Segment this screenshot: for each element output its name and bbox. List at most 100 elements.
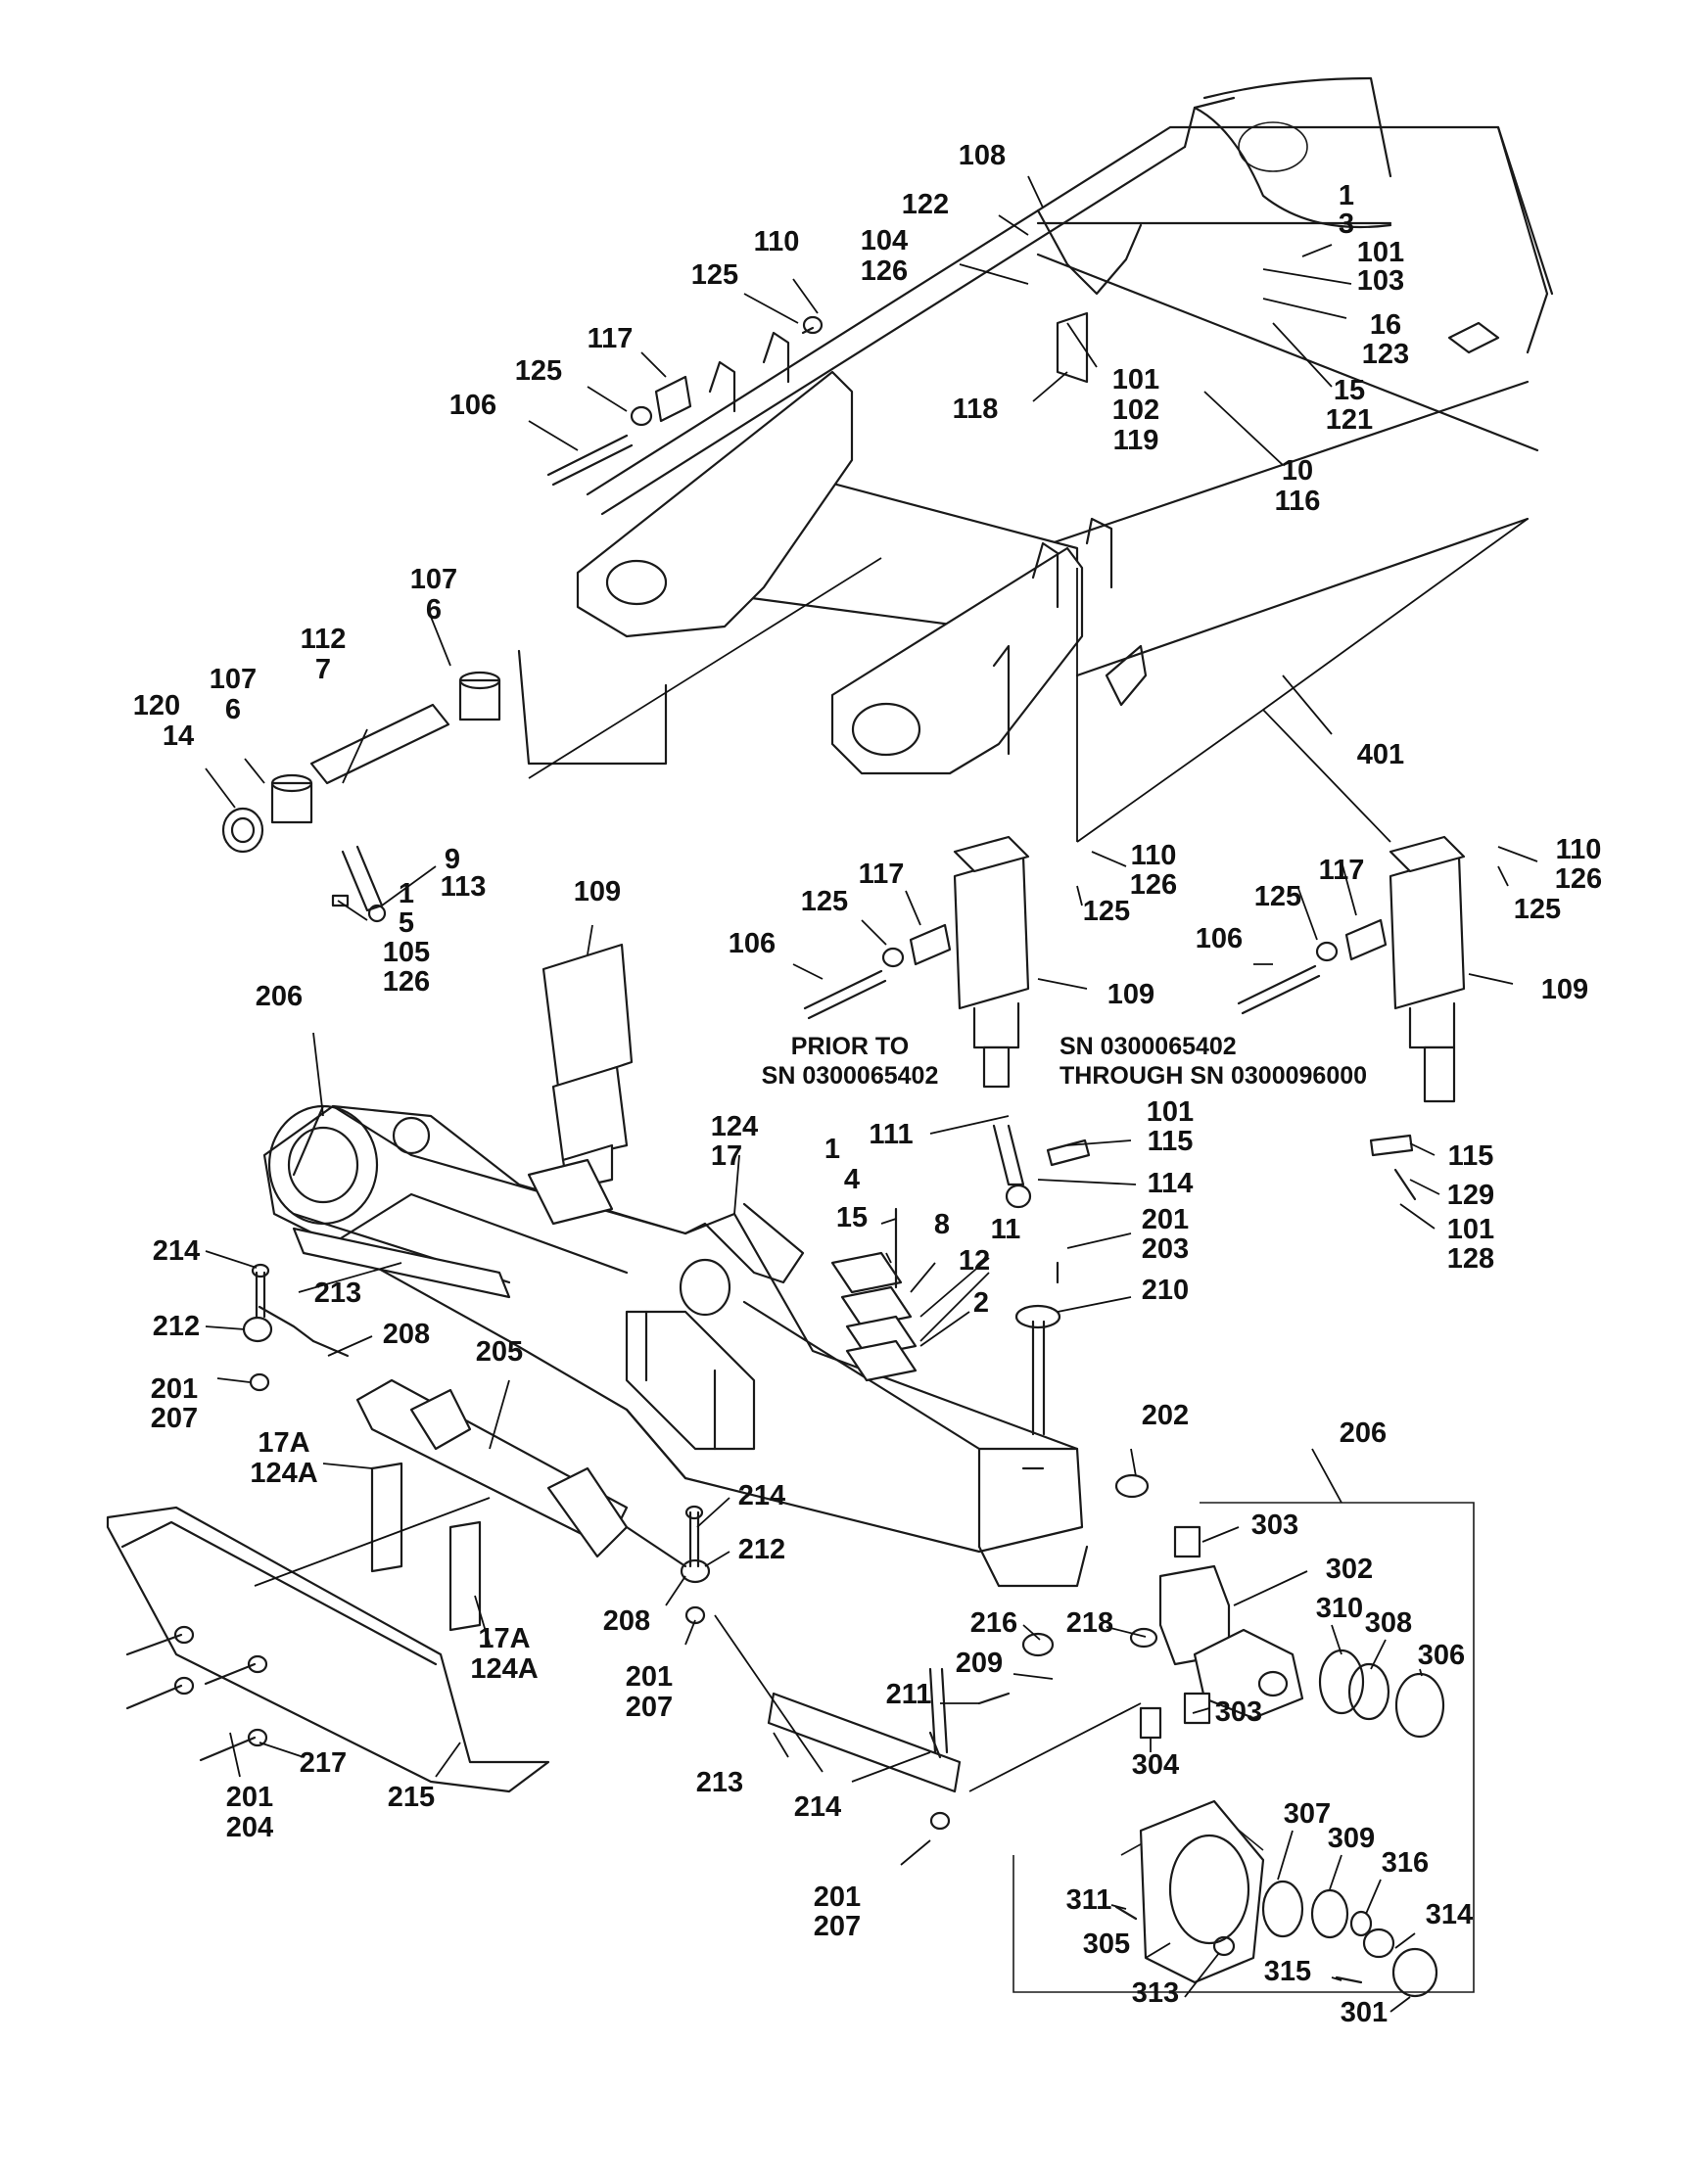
callout: 129 — [1447, 1180, 1494, 1211]
callout: 214 — [794, 1791, 841, 1823]
callout: 305 — [1083, 1928, 1130, 1960]
callout: 208 — [383, 1319, 430, 1350]
callout: 302 — [1326, 1554, 1373, 1585]
callout: 106 — [1196, 923, 1243, 954]
callout: 8 — [934, 1209, 950, 1240]
callout: 311 — [1066, 1884, 1112, 1916]
callout: 108 — [959, 140, 1006, 171]
callout: 214 — [153, 1235, 200, 1267]
callout: 117 — [1319, 855, 1365, 886]
steering-cylinder-right — [1369, 835, 1466, 1201]
callout: 15 — [836, 1202, 868, 1233]
callout: 117 — [859, 859, 905, 890]
steering-cylinder-axle — [541, 943, 634, 1191]
callout: 211 — [886, 1679, 932, 1710]
callout: 206 — [256, 981, 303, 1012]
callout: 212 — [738, 1534, 785, 1565]
steering-cylinder-left — [953, 835, 1091, 1209]
callout: 125 — [801, 886, 848, 917]
callout: 212 — [153, 1311, 200, 1342]
callout: 215 — [388, 1782, 435, 1813]
callout: 125 — [691, 259, 738, 291]
callout: 209 — [956, 1648, 1003, 1679]
callout: 301 — [1341, 1997, 1388, 2028]
callout: 122 — [902, 189, 949, 220]
callout: 125 — [1254, 881, 1301, 912]
callout: 2 — [973, 1287, 989, 1319]
callout: 401 — [1357, 739, 1404, 770]
callout: 109 — [574, 876, 621, 907]
callout: 106 — [449, 390, 496, 421]
callout: 125 — [1083, 896, 1130, 927]
callout: 309 — [1328, 1823, 1375, 1854]
callout: 307 — [1284, 1798, 1331, 1830]
callout: 308 — [1365, 1607, 1412, 1639]
callout: 109 — [1107, 979, 1154, 1010]
callout: 12 — [959, 1245, 990, 1277]
callout-leaders — [205, 175, 1538, 2013]
callout: 118 — [953, 394, 999, 425]
frame-leaders — [528, 518, 1529, 843]
callout: 206 — [1340, 1417, 1387, 1449]
callout: 214 — [738, 1480, 785, 1511]
callout: 303 — [1251, 1510, 1298, 1541]
callout: 110 — [754, 226, 800, 257]
king-pin — [1014, 1261, 1150, 1499]
callout: 217 — [300, 1747, 347, 1779]
callout: 315 — [1264, 1956, 1311, 1987]
callout: 316 — [1382, 1847, 1429, 1879]
callout: 310 — [1316, 1593, 1363, 1624]
frame-assembly — [576, 76, 1554, 775]
callout: 314 — [1426, 1899, 1473, 1930]
callout: 14 — [824, 1134, 860, 1195]
callout: 213 — [696, 1767, 743, 1798]
callout: 303 — [1215, 1696, 1262, 1728]
callout: 125 — [1514, 894, 1561, 925]
callout: 115 — [1448, 1140, 1494, 1172]
callout: 117 — [588, 323, 634, 354]
callout: 306 — [1418, 1640, 1465, 1671]
callout: 106 — [729, 928, 776, 959]
callout: 208 — [603, 1605, 650, 1637]
callout: 210 — [1142, 1275, 1189, 1306]
callout: 216 — [970, 1607, 1017, 1639]
callout: 125 — [515, 355, 562, 387]
pivot-pin-assembly — [221, 649, 668, 923]
bolts-upper — [546, 315, 1388, 1020]
axle-assembly — [262, 1104, 1089, 1588]
callout: 11 — [991, 1214, 1021, 1245]
callout: 111 — [869, 1119, 913, 1150]
clamps-and-shield — [106, 1462, 550, 1793]
callout: 202 — [1142, 1400, 1189, 1431]
callout: 218 — [1066, 1607, 1113, 1639]
